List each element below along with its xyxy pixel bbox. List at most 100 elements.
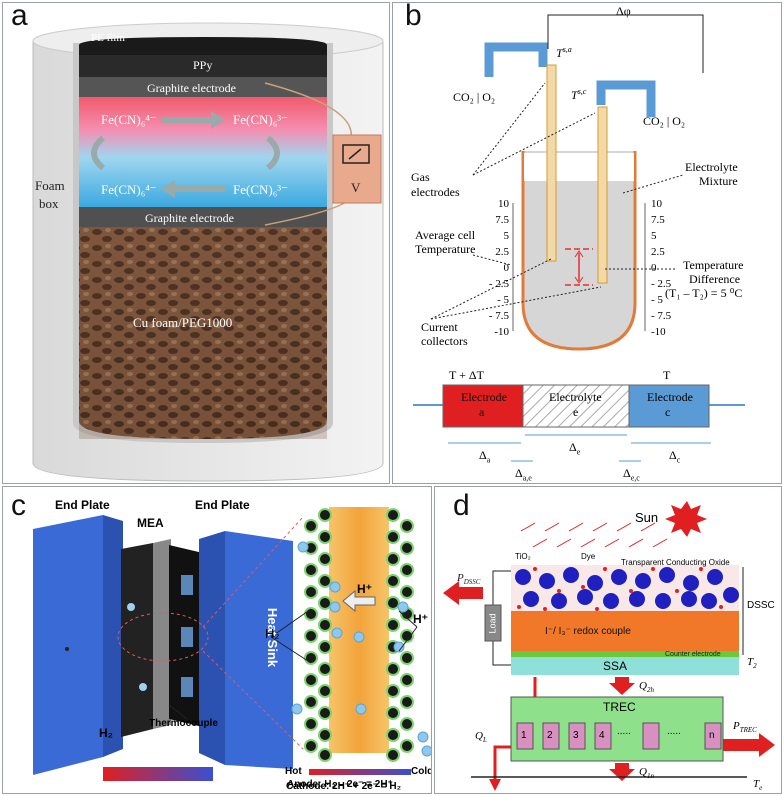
panel-c-label: c (11, 489, 26, 522)
gas-label-2: electrodes (411, 185, 460, 199)
electrode-c-1: Electrode (647, 390, 693, 404)
electrolyte-mixture-1: Electrolyte (685, 160, 738, 174)
scale-tick: 2.5 (651, 246, 665, 258)
anode-eq: Anode: H₂ – 2e⁻ = 2H⁺ (287, 779, 393, 790)
trec-label: TREC (603, 700, 636, 714)
tio2-label: TiO₂ (515, 552, 531, 561)
t2-label: T2 (747, 656, 757, 671)
dssc-label: DSSC (747, 600, 775, 611)
trec-cell-label: 2 (547, 730, 553, 741)
scale-tick: - 2.5 (488, 278, 509, 290)
panel-c-drawing (33, 507, 431, 781)
electrode-a-2: a (479, 405, 485, 419)
scale-tick: 7.5 (495, 214, 509, 226)
t-plus-delta: T + ΔT (449, 368, 484, 382)
current-collectors-1: Current (421, 320, 458, 334)
delta-e: Δe (569, 440, 581, 457)
scale-tick: -10 (651, 326, 666, 338)
redox-top-right: Fe(CN)₆³⁻ (233, 112, 289, 127)
t-right: T (663, 368, 671, 382)
scale-tick: 10 (651, 198, 662, 210)
panel-b: b Δφ Ts,a Ts,c CO₂ | O₂ CO₂ | O₂ Gas ele… (392, 2, 782, 484)
trec-dots-1: ..... (617, 726, 631, 737)
scale-tick: - 5 (651, 294, 663, 306)
avg-temp-2: Temperature (415, 242, 476, 256)
temp-diff-2: Difference (689, 272, 741, 286)
end-plate-right: End Plate (195, 498, 250, 512)
voltmeter (332, 134, 382, 204)
heat-source-label: Heat Source (7, 601, 23, 678)
voltmeter-label: V (351, 180, 361, 195)
load-label: Load (487, 613, 498, 634)
trec-cell-label: 1 (521, 730, 527, 741)
scale-tick: 10 (498, 198, 509, 210)
cold-label: Cold (411, 766, 432, 777)
trec-cell-label: 3 (573, 730, 579, 741)
scale-tick: 0 (503, 262, 510, 274)
graphite-bottom-label: Graphite electrode (145, 211, 234, 225)
delta-a: Δa (479, 448, 491, 465)
gas-label-1: Gas (411, 170, 430, 184)
scale-tick: 5 (651, 230, 657, 242)
scale-tick: - 7.5 (651, 310, 672, 322)
scale-tick: 5 (503, 230, 510, 242)
delta-phi: Δφ (616, 4, 631, 18)
trec-dots-2: ..... (667, 726, 681, 737)
pe-film-label: PE film (91, 32, 125, 44)
ql-label: QL (475, 730, 487, 745)
panel-a: a PE film PPy Graphite electrode Fe(CN)₆… (2, 2, 390, 484)
tco-label: Transparent Conducting Oxide (621, 558, 730, 567)
te-label: Te (753, 778, 763, 793)
electrolyte-mixture-2: Mixture (699, 174, 738, 188)
panel-d-drawing (443, 501, 775, 791)
delta-ec: Δe,c (623, 466, 640, 483)
electrolyte-e-2: e (573, 405, 579, 419)
h2-left-label: H₂ (99, 726, 113, 740)
graphite-top-label: Graphite electrode (147, 81, 236, 95)
co2-right: CO₂ | O₂ (643, 114, 686, 128)
temp-diff-3: (T₁ – T₂) = 5 ⁰C (665, 286, 743, 300)
q2h-label: Q2h (639, 680, 654, 695)
counter-label: Counter electrode (665, 651, 721, 658)
redox-bottom-left: Fe(CN)₆⁴⁻ (101, 182, 157, 197)
scale-tick: 0 (651, 262, 657, 274)
hot-label: Hot (285, 766, 302, 777)
foam-box-label-1: Foam (35, 178, 65, 193)
co2-left: CO₂ | O₂ (453, 90, 496, 104)
panel-d: d Sun TiO₂ Dye Transparent Conducting Ox… (434, 486, 782, 794)
delta-ae: Δa,e (515, 466, 532, 483)
t-sc: Ts,c (571, 87, 587, 102)
q1n-label: Q1n (639, 766, 654, 781)
trec-cell-label: 4 (599, 730, 605, 741)
scale-tick: -10 (494, 326, 509, 338)
panel-a-drawing (32, 22, 384, 482)
panel-d-label: d (453, 489, 470, 522)
h-plus-center: H⁺ (357, 582, 372, 596)
scale-tick: - 5 (497, 294, 509, 306)
ssa-label: SSA (603, 659, 628, 673)
scale-tick: - 2.5 (651, 278, 672, 290)
panel-c: c End Plate MEA End Plate Heat Source He… (2, 486, 432, 794)
scale-tick: 7.5 (651, 214, 665, 226)
delta-c: Δc (669, 448, 681, 465)
panel-a-label: a (11, 2, 28, 32)
h-plus-right: H⁺ (413, 612, 428, 626)
redox-bottom-right: Fe(CN)₆³⁻ (233, 182, 289, 197)
electrode-a-1: Electrode (461, 390, 507, 404)
p-trec: PTREC (733, 720, 757, 735)
dye-label: Dye (581, 552, 596, 561)
current-collectors-2: collectors (421, 334, 468, 348)
foam-box-label-2: box (39, 196, 59, 211)
trec-cell-label: n (709, 730, 715, 741)
temp-diff-1: Temperature (683, 258, 744, 272)
redox-top-left: Fe(CN)₆⁴⁻ (101, 112, 157, 127)
redox-label: I⁻/ I₃⁻ redox couple (545, 626, 631, 637)
scale-tick: 2.5 (495, 246, 509, 258)
panel-b-label: b (405, 2, 422, 32)
h2-mid-label: H₂ (265, 626, 280, 641)
sun-label: Sun (635, 510, 659, 525)
ppy-label: PPy (193, 58, 213, 72)
cathode-eq: Cathode: 2H⁺ + 2e⁻ = H₂ (286, 781, 402, 792)
electrolyte-e-1: Electrolyte (549, 390, 602, 404)
electrode-c-2: c (665, 405, 671, 419)
